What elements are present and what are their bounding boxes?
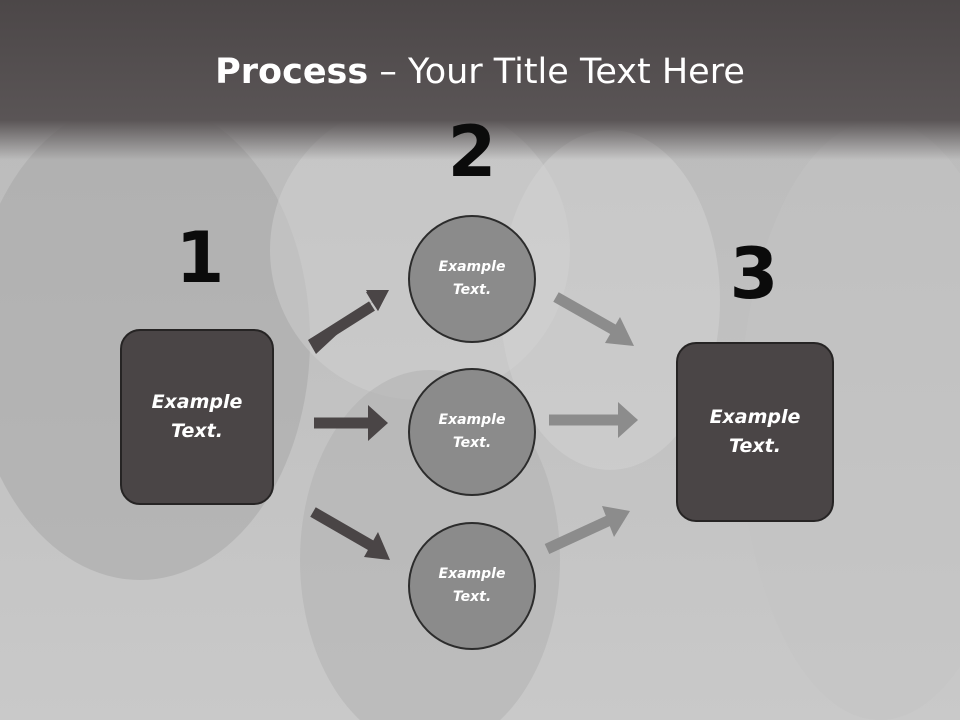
circle-top-text: Example Text. — [438, 259, 506, 298]
step-1-text: Example Text. — [151, 391, 243, 442]
circle-bottom-text: Example Text. — [438, 566, 506, 605]
step-number-1: 1 — [175, 217, 225, 299]
step-2-circle-top: Example Text. — [408, 215, 536, 343]
step-3-box: Example Text. — [676, 342, 834, 522]
slide-title: Process – Your Title Text Here — [215, 52, 745, 92]
step-2-circle-bottom: Example Text. — [408, 522, 536, 650]
step-3-text: Example Text. — [709, 406, 801, 457]
step-1-box: Example Text. — [120, 329, 274, 505]
step-number-3: 3 — [729, 233, 779, 315]
step-number-2: 2 — [447, 111, 497, 193]
step-2-circle-middle: Example Text. — [408, 368, 536, 496]
circle-middle-text: Example Text. — [438, 412, 506, 451]
